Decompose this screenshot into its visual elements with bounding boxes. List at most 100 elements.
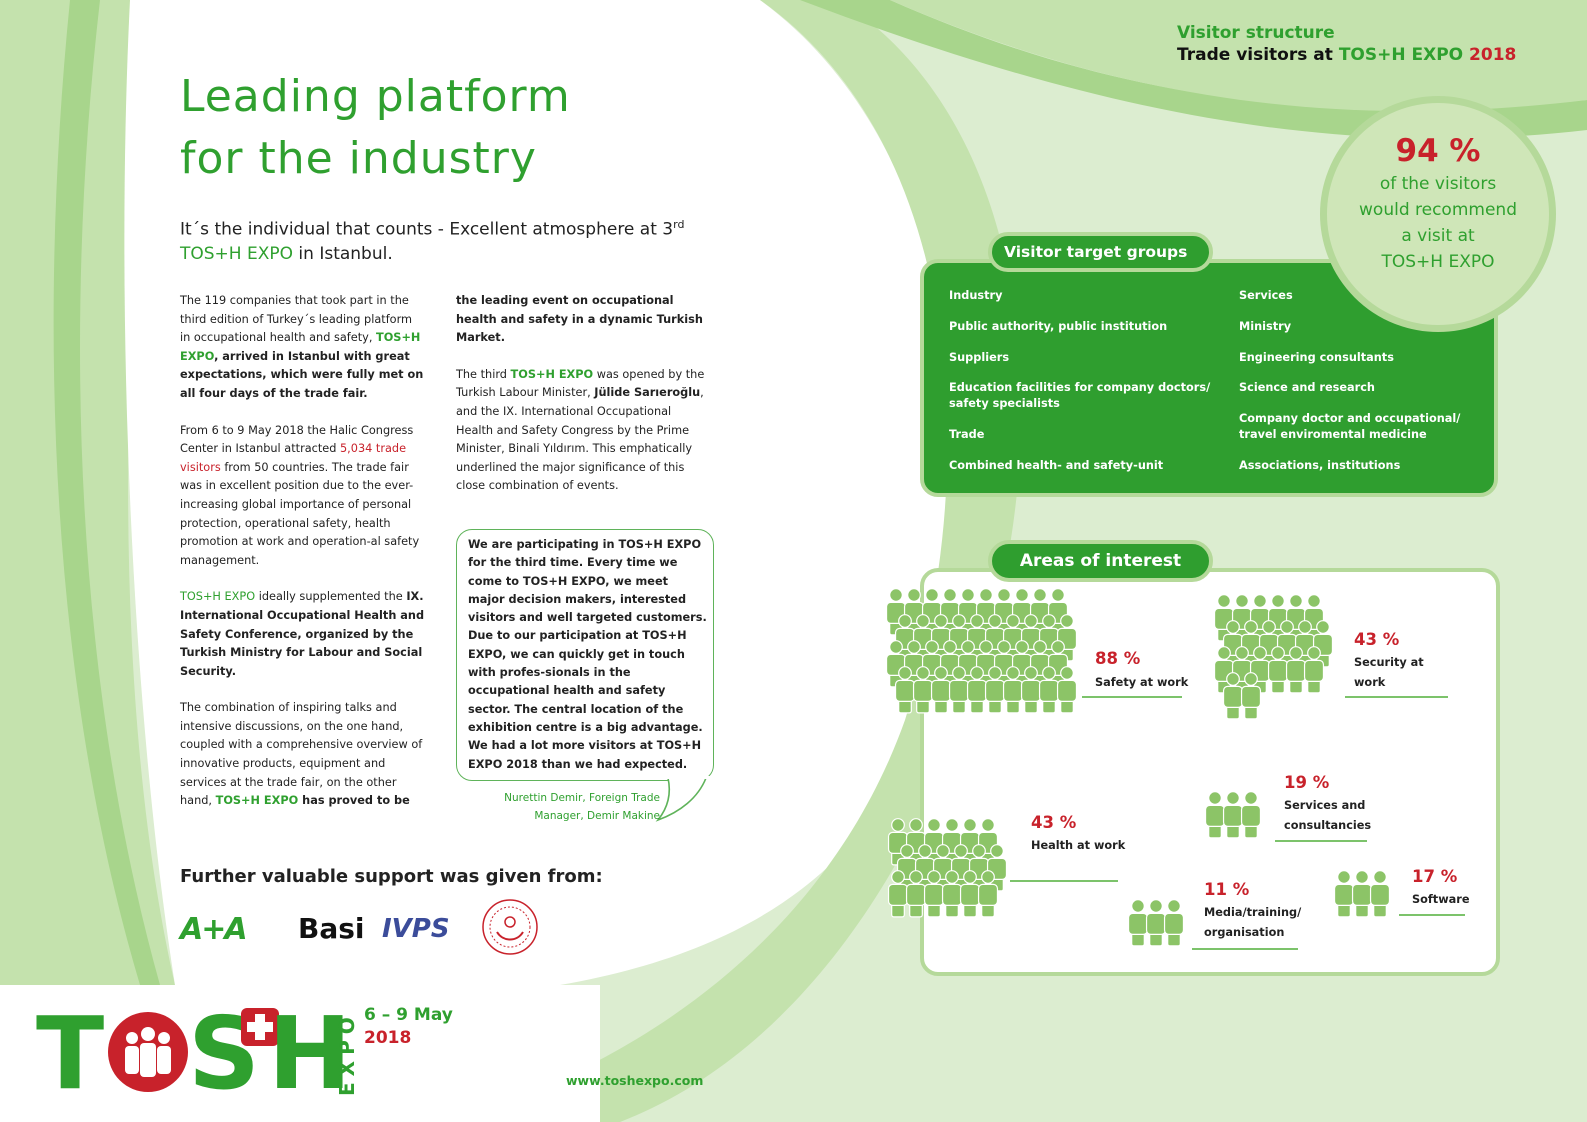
person-icon [1267,646,1289,694]
testimonial-text: We are participating in TOS+H EXPO for t… [468,538,707,771]
paragraph: The third TOS+H EXPO was opened by the T… [456,366,711,496]
bold-text: IX. International Occupational Health an… [180,590,425,678]
people-crowd-icon [887,818,1008,918]
target-group-item: Services [1239,289,1293,302]
divider [1275,840,1367,842]
people-crowd-icon [885,588,1078,714]
divider [1345,696,1448,698]
person-icon [1127,899,1149,947]
website-link[interactable]: www.toshexpo.com [566,1073,704,1088]
brand-text: TOS+H EXPO [510,367,594,381]
visitor-structure-title: Visitor structure [1177,23,1335,43]
recommend-circle: 94 % of the visitors would recommend a v… [1320,96,1556,332]
person-icon [930,666,952,714]
person-icon [1002,666,1024,714]
person-icon [1240,672,1262,720]
page-title: Leading platform for the industry [180,66,571,190]
subhead-ordinal: rd [673,218,685,231]
person-icon [941,870,963,918]
year-text: 2018 [1469,45,1517,65]
subheadline: It´s the individual that counts - Excell… [180,213,700,266]
target-group-item: Ministry [1239,320,1292,333]
interest-label: Security at work [1354,656,1424,689]
text: ideally supplemented the [255,590,407,604]
article-column-2: the leading event on occupational health… [456,292,711,514]
person-icon [1222,791,1244,839]
person-icon [1145,899,1167,947]
logo-letter-h: H [268,1000,352,1100]
people-crowd-icon [1333,870,1391,918]
interest-percent: 19 % [1284,773,1330,792]
divider [1192,948,1298,950]
text: The combination of inspiring talks and i… [180,701,423,808]
visitor-count: 5,034 trade visitors [180,442,407,474]
target-group-item: Science and research [1239,381,1375,394]
text: The third [456,367,511,381]
target-group-item: Suppliers [949,351,1010,364]
brand-text: TOS+H EXPO [1338,45,1464,65]
person-icon [1294,620,1316,668]
recommend-line: a visit at [1401,226,1475,246]
target-group-item: Associations, institutions [1239,459,1401,472]
person-icon [1333,870,1355,918]
person-icon [887,870,909,918]
event-dates: 6 – 9 May 2018 [364,1004,453,1050]
person-icon [1240,791,1262,839]
tosh-expo-logo: T S H EXPO [36,1000,359,1100]
person-icon [1222,672,1244,720]
person-icon [912,666,934,714]
interest-percent: 88 % [1095,649,1141,668]
person-icon [1369,870,1391,918]
basi-logo: Basi [298,912,365,945]
person-icon [1351,870,1373,918]
logo-expo: EXPO [335,1011,359,1096]
target-group-item: Education facilities for company doctors… [949,381,1211,410]
person-icon [977,870,999,918]
paragraph: From 6 to 9 May 2018 the Halic Congress … [180,422,425,571]
areas-of-interest-title: Areas of interest [988,540,1213,582]
text: From 6 to 9 May 2018 the Halic Congress … [180,423,414,456]
interest-percent: 11 % [1204,880,1250,899]
text: , and the IX. International Occupational… [456,386,704,493]
support-title: Further valuable support was given from: [180,866,603,887]
aa-logo: A+A [180,912,248,947]
paragraph: The 119 companies that took part in the … [180,292,425,404]
text: from 50 countries. The trade fair was in… [180,460,420,567]
text: Trade visitors at [1177,45,1339,65]
title-line-1: Leading platform [180,71,571,122]
paragraph: the leading event on occupational health… [456,294,703,345]
target-group-item: Combined health- and safety-unit [949,459,1164,472]
person-icon [984,666,1006,714]
person-icon [966,666,988,714]
interest-percent: 17 % [1412,867,1458,886]
author-name: Nurettin Demir, Foreign Trade [504,792,660,804]
person-icon [1163,899,1185,947]
title-line-2: for the industry [180,133,537,184]
recommend-percent: 94 % [1395,133,1481,169]
subhead-text-end: in Istanbul. [293,243,393,264]
paragraph: TOS+H EXPO ideally supplemented the IX. … [180,588,425,681]
interest-percent: 43 % [1354,630,1400,649]
text: The 119 companies that took part in the … [180,294,413,345]
recommend-text: of the visitors would recommend a visit … [1327,171,1549,275]
brand-text: TOS+H EXPO [180,331,421,363]
divider [1010,880,1118,882]
event-date-range: 6 – 9 May [364,1005,453,1025]
person-icon [905,870,927,918]
testimonial-author: Nurettin Demir, Foreign Trade Manager, D… [470,789,660,825]
interest-label: Software [1412,893,1470,906]
minister-name: Jülide Sarıeroğlu [594,386,701,400]
ministry-seal-icon [482,899,538,955]
people-crowd-icon [1204,791,1262,839]
ivps-logo: IVPS [382,914,450,944]
target-groups-title: Visitor target groups [988,232,1213,272]
text: was opened by the Turkish Labour Ministe… [456,367,705,400]
paragraph: The combination of inspiring talks and i… [180,699,425,811]
people-crowd-icon [1213,594,1334,720]
person-icon [1204,791,1226,839]
person-icon [894,666,916,714]
interest-label: Health at work [1031,839,1126,852]
target-group-item: Industry [949,289,1003,302]
brand-text: TOS+H EXPO [215,794,299,808]
subhead-brand: TOS+H EXPO [180,243,294,264]
